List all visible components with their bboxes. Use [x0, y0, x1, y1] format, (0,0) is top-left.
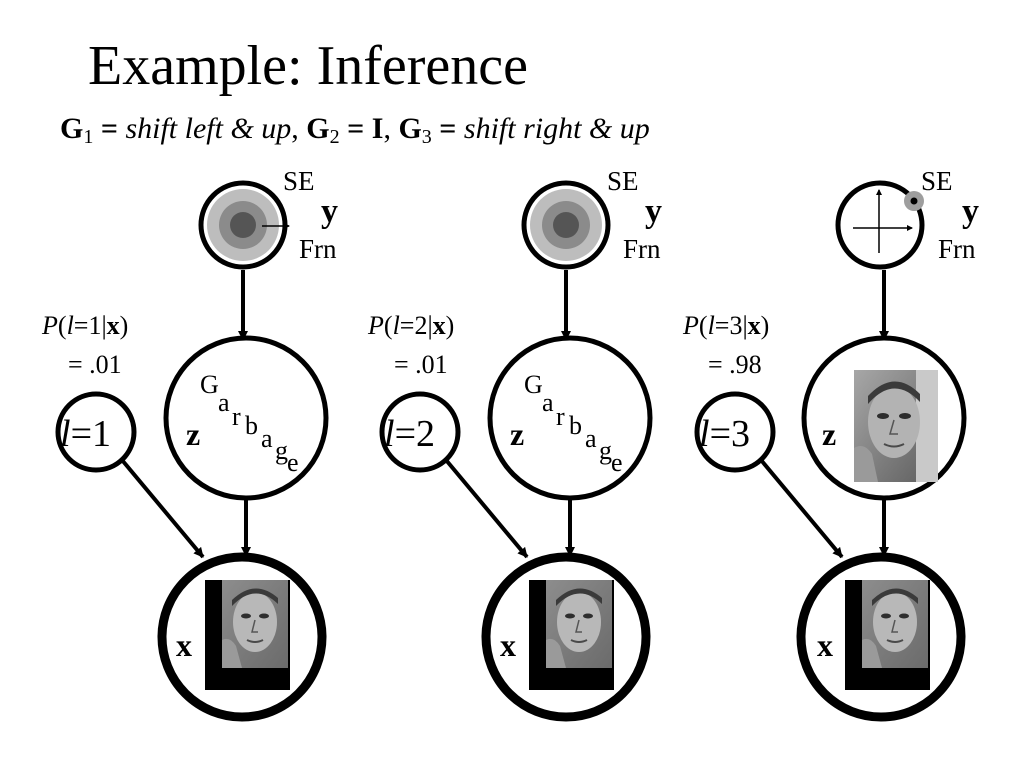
- garbage-letter: r: [556, 402, 565, 431]
- l-node-label: l=3: [699, 413, 750, 455]
- g1-description: shift left & up: [125, 112, 292, 145]
- y-label: y: [645, 193, 662, 230]
- l-node: [55, 391, 137, 473]
- l-node-label: l=1: [60, 413, 111, 455]
- transform-legend: G1 = shift left & up, G2 = I, G3 = shift…: [60, 112, 650, 148]
- x-label: x: [176, 627, 192, 663]
- probability-value: = .01: [68, 350, 122, 379]
- latent-face-image: [853, 369, 939, 483]
- garbage-letter: G: [200, 370, 219, 399]
- garbage-letter: a: [218, 388, 230, 417]
- z-node: [801, 335, 967, 501]
- garbage-letter: G: [524, 370, 543, 399]
- z-label: z: [822, 416, 836, 452]
- garbage-letter: a: [261, 424, 273, 453]
- separator-2: ,: [383, 112, 399, 145]
- g3-description: shift right & up: [463, 112, 650, 145]
- y-node: [835, 180, 925, 270]
- se-label: SE: [607, 166, 639, 196]
- column-2: SE y Frn z G a r b a g e P(l=2|x) = .01: [367, 166, 662, 722]
- y-label: y: [321, 193, 338, 230]
- slide-title: Example: Inference: [88, 35, 528, 97]
- garbage-text: G a r b a g e: [524, 370, 623, 477]
- separator-1: ,: [291, 112, 307, 145]
- garbage-letter: b: [245, 411, 258, 440]
- garbage-text: G a r b a g e: [200, 370, 299, 477]
- garbage-letter: g: [275, 436, 288, 465]
- z-node: [487, 335, 653, 501]
- x-node: [157, 552, 327, 722]
- probability-value: = .98: [708, 350, 762, 379]
- l-node: [694, 391, 776, 473]
- g2-description: I: [371, 112, 384, 145]
- probability-label: P(l=3|x): [682, 311, 769, 340]
- garbage-letter: a: [542, 388, 554, 417]
- g1-symbol: G: [60, 112, 84, 145]
- x-label: x: [817, 627, 833, 663]
- g2-equals: =: [339, 112, 372, 145]
- garbage-letter: g: [599, 436, 612, 465]
- edge-l-to-x: [120, 458, 205, 559]
- y-node: [198, 180, 290, 270]
- garbage-letter: a: [585, 424, 597, 453]
- x-node: [796, 552, 966, 722]
- face-image: [861, 579, 929, 669]
- z-label: z: [510, 416, 524, 452]
- frn-label: Frn: [938, 234, 976, 264]
- probability-label: P(l=2|x): [367, 311, 454, 340]
- frn-label: Frn: [623, 234, 661, 264]
- y-label: y: [962, 193, 979, 230]
- se-label: SE: [283, 166, 315, 196]
- z-label: z: [186, 416, 200, 452]
- l-node-label: l=2: [384, 413, 435, 455]
- probability-label: P(l=1|x): [41, 311, 128, 340]
- x-label: x: [500, 627, 516, 663]
- g1-equals: =: [93, 112, 126, 145]
- garbage-letter: e: [287, 448, 299, 477]
- g1-subscript: 1: [83, 126, 94, 148]
- g2-symbol: G: [306, 112, 330, 145]
- garbage-letter: r: [232, 402, 241, 431]
- se-label: SE: [921, 166, 953, 196]
- g3-subscript: 3: [421, 126, 432, 148]
- face-image: [221, 579, 289, 669]
- probability-value: = .01: [394, 350, 448, 379]
- z-node: [163, 335, 329, 501]
- g3-equals: =: [431, 112, 464, 145]
- shifted-spot-center: [910, 197, 918, 205]
- edge-l-to-x: [444, 458, 529, 559]
- x-node: [481, 552, 651, 722]
- y-node: [521, 180, 611, 270]
- column-3: SE y Frn z P(l=3|x) = .98 l=3 x: [682, 166, 979, 722]
- g3-symbol: G: [398, 112, 422, 145]
- face-image: [545, 579, 613, 669]
- garbage-letter: e: [611, 448, 623, 477]
- garbage-letter: b: [569, 411, 582, 440]
- frn-label: Frn: [299, 234, 337, 264]
- blur-ring-inner: [553, 212, 579, 238]
- column-1: SE y Frn z G a r b a g e P(l=1|x) = .01: [41, 166, 338, 722]
- l-node: [379, 391, 461, 473]
- g2-subscript: 2: [329, 126, 340, 148]
- blur-ring-inner: [230, 212, 256, 238]
- edge-l-to-x: [759, 458, 844, 559]
